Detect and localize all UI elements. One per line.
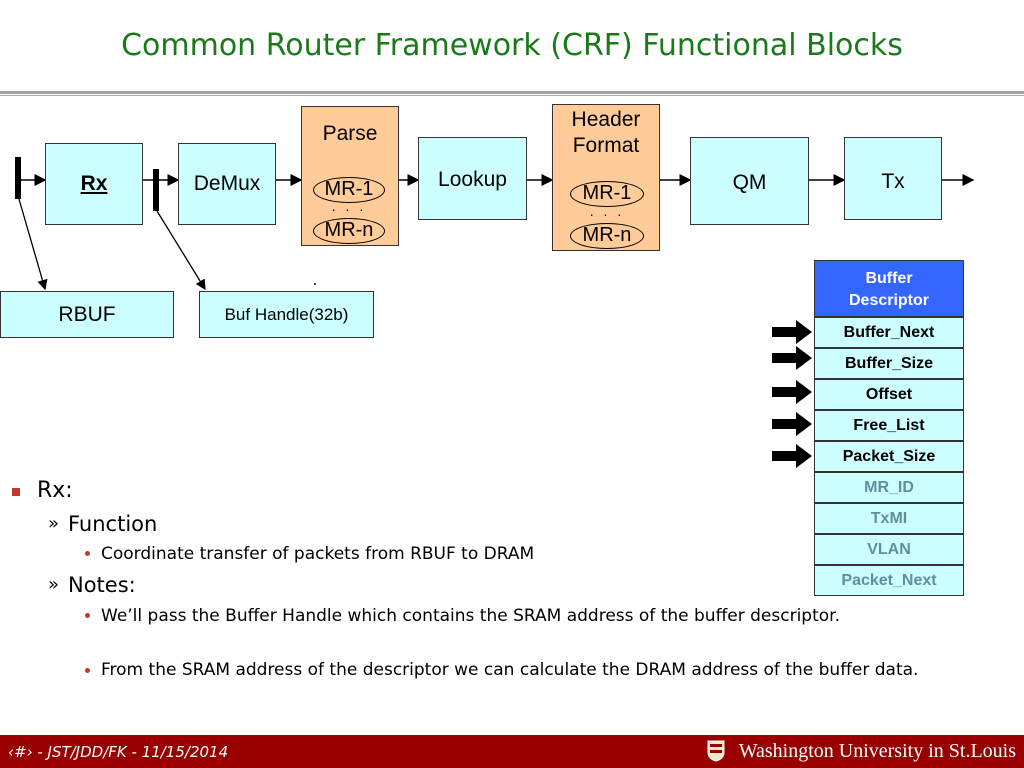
square-bullet-icon: [12, 488, 20, 496]
double-chevron-icon: »: [48, 574, 60, 595]
university-logo: Washington University in St.Louis: [738, 740, 1016, 762]
dot-bullet-icon: [85, 551, 90, 556]
rbuf-label: RBUF: [58, 302, 116, 326]
descriptor-pointer-arrows: [772, 320, 812, 468]
footer-slide-info: ‹#› - JST/JDD/FK - 11/15/2014: [8, 743, 229, 761]
title-divider: [0, 91, 1024, 94]
parse-mr-n: MR-n: [313, 218, 385, 244]
descriptor-field: Free_List: [814, 410, 964, 441]
dot-bullet-icon: [85, 668, 90, 673]
header-format-label-2: Format: [572, 134, 640, 157]
bullet-notes: Notes:: [68, 573, 136, 597]
header-mr-dots: . . .: [589, 203, 625, 219]
parse-label: Parse: [322, 122, 378, 145]
rx-input-bar: [15, 157, 21, 199]
descriptor-field: Buffer_Size: [814, 348, 964, 379]
arrow-to-buf-handle: [156, 210, 206, 291]
demux-input-bar: [153, 169, 159, 211]
university-shield-icon: [707, 740, 725, 762]
buf-handle-label: Buf Handle(32b): [224, 304, 349, 324]
demux-label: DeMux: [193, 172, 261, 195]
bullet-function-item: Coordinate transfer of packets from RBUF…: [101, 544, 535, 564]
double-chevron-icon: »: [48, 513, 60, 534]
slide-title: Common Router Framework (CRF) Functional…: [121, 28, 903, 63]
bullet-rx: Rx:: [37, 478, 73, 503]
rx-block: Rx: [45, 143, 143, 225]
descriptor-field: VLAN: [814, 534, 964, 565]
rx-label: Rx: [80, 172, 108, 195]
tx-block: Tx: [844, 137, 942, 220]
descriptor-field: Packet_Size: [814, 441, 964, 472]
header-mr-1: MR-1: [570, 181, 644, 207]
footer-bar: ‹#› - JST/JDD/FK - 11/15/2014 Washington…: [0, 735, 1024, 768]
rbuf-block: RBUF: [0, 291, 174, 338]
buffer-descriptor-header-line1: Buffer: [865, 270, 913, 287]
parse-mr-1: MR-1: [313, 177, 385, 203]
descriptor-field: Packet_Next: [814, 565, 964, 596]
descriptor-field: Offset: [814, 379, 964, 410]
lookup-label: Lookup: [438, 168, 507, 191]
arrow-to-rbuf: [18, 198, 48, 291]
qm-label: QM: [732, 171, 767, 194]
lookup-block: Lookup: [418, 137, 527, 220]
buf-handle-block: Buf Handle(32b): [199, 291, 374, 338]
tx-label: Tx: [881, 170, 905, 193]
descriptor-field: Buffer_Next: [814, 317, 964, 348]
qm-block: QM: [690, 137, 809, 225]
dot-bullet-icon: [85, 613, 90, 618]
header-mr-n: MR-n: [570, 223, 644, 249]
parse-mr-dots: . . .: [331, 198, 367, 214]
header-format-label-1: Header: [571, 108, 641, 131]
buffer-descriptor-header-line2: Descriptor: [848, 292, 930, 309]
descriptor-field: MR_ID: [814, 472, 964, 503]
descriptor-field: TxMI: [814, 503, 964, 534]
bullet-note-1: We’ll pass the Buffer Handle which conta…: [101, 606, 840, 626]
bullet-note-2: From the SRAM address of the descriptor …: [101, 660, 919, 680]
buffer-descriptor-header: Buffer Descriptor: [814, 260, 964, 317]
title-divider-thin: [0, 95, 1024, 96]
demux-block: DeMux: [178, 143, 276, 225]
bullet-function: Function: [68, 512, 158, 536]
